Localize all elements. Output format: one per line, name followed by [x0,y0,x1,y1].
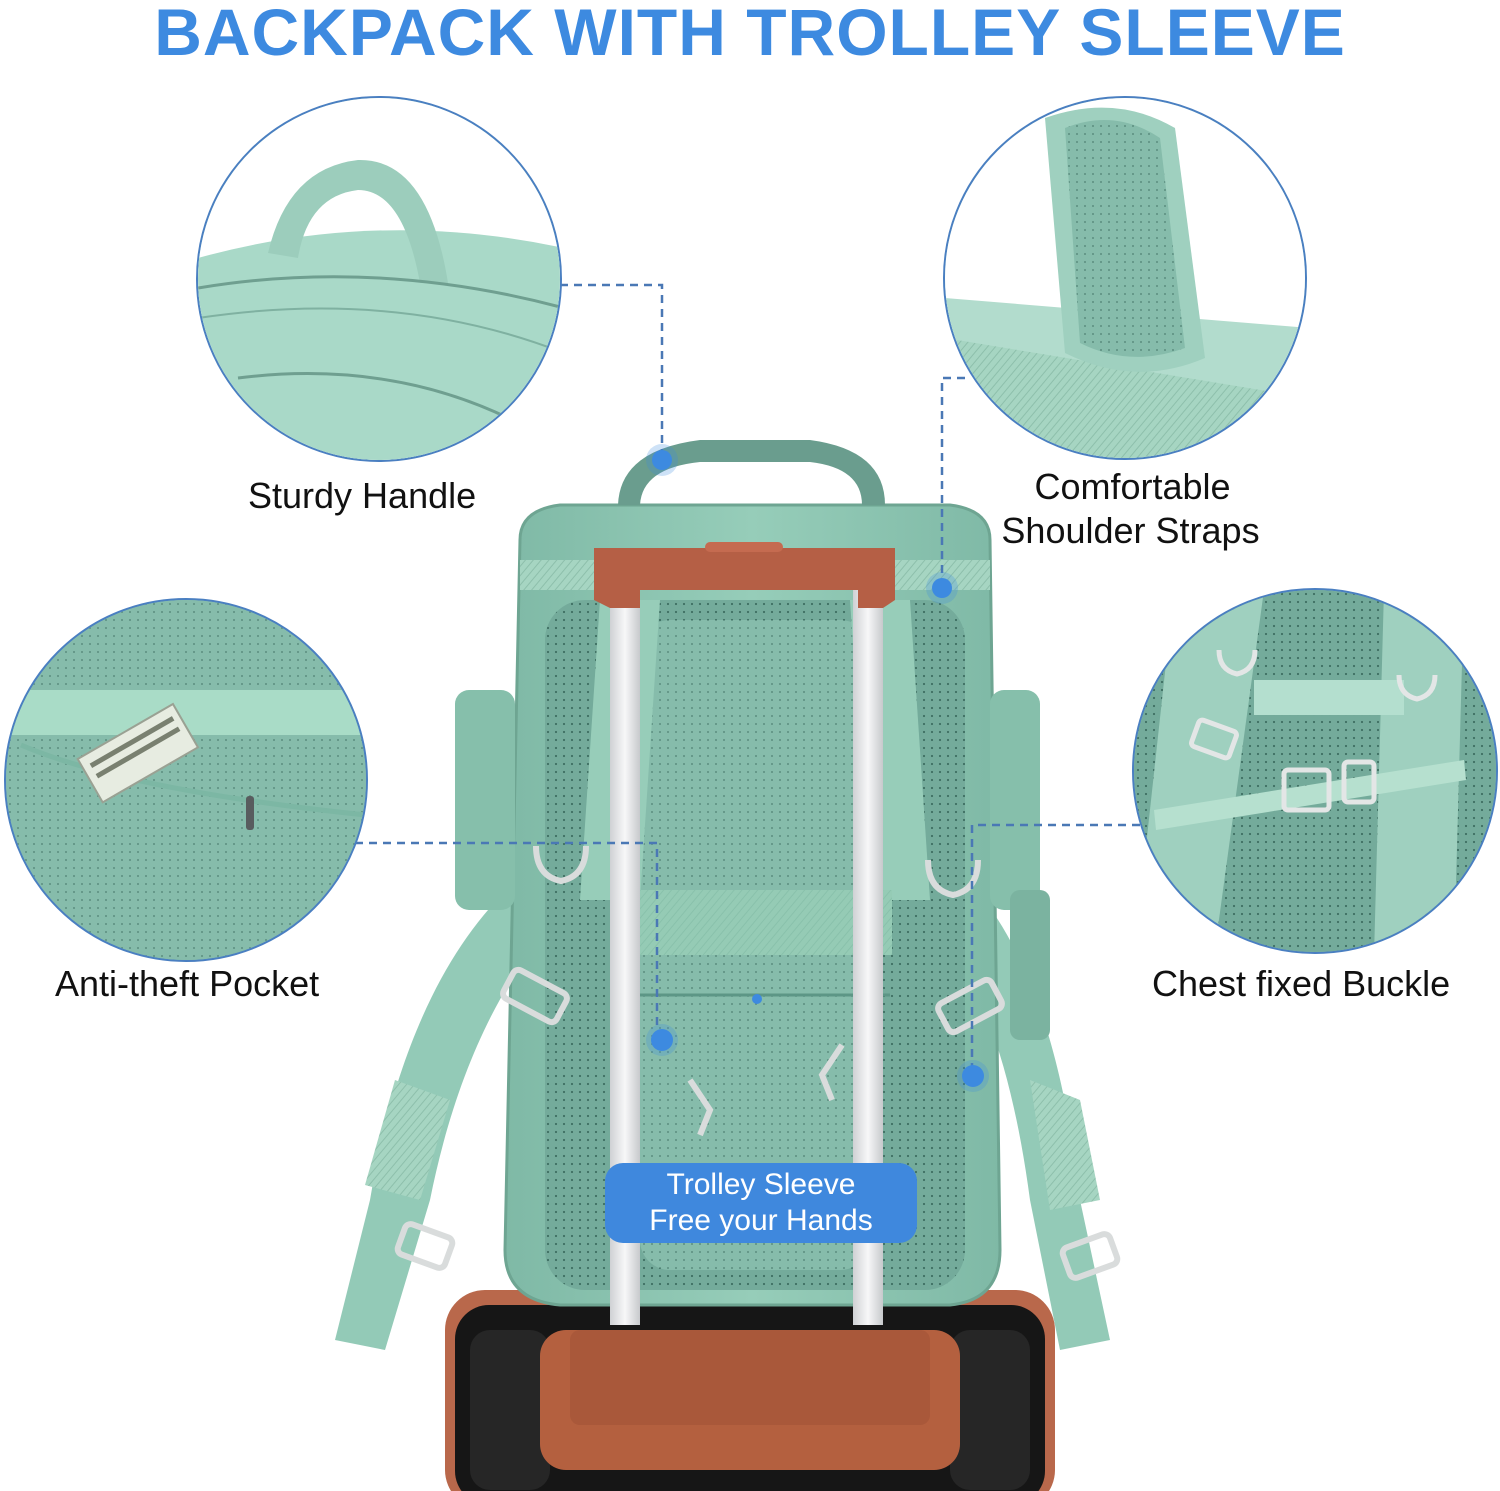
badge-line-1: Trolley Sleeve [666,1168,856,1201]
callout-dots [646,444,989,1092]
callout-connectors [355,283,1140,1075]
callout-circle-anti-theft-pocket [4,598,368,962]
top-handle [618,440,885,505]
badge-line-2: Free your Hands [649,1204,873,1237]
callout-circle-sturdy-handle [196,96,562,462]
left-shoulder-strap [335,850,600,1350]
right-shoulder-strap [890,850,1110,1350]
page-title: BACKPACK WITH TROLLEY SLEEVE [154,0,1346,69]
suitcase [445,1290,1055,1491]
handle-detail-icon [198,98,560,460]
mesh-strap-detail-icon [945,98,1305,458]
callout-label-shoulder-straps: Comfortable Shoulder Straps [1001,466,1260,551]
callout-label-sturdy-handle: Sturdy Handle [248,475,477,516]
hidden-pocket-detail-icon [6,600,366,960]
strap-buckles [394,845,1121,1281]
callout-circle-shoulder-straps [943,96,1307,460]
trolley-sleeve-badge: Trolley Sleeve Free your Hands [605,1163,917,1243]
callout-circle-chest-buckle [1132,588,1498,954]
callout-label-chest-buckle: Chest fixed Buckle [1152,963,1451,1004]
callout-label-anti-theft-pocket: Anti-theft Pocket [55,963,320,1004]
buckle-detail-icon [1134,590,1496,952]
